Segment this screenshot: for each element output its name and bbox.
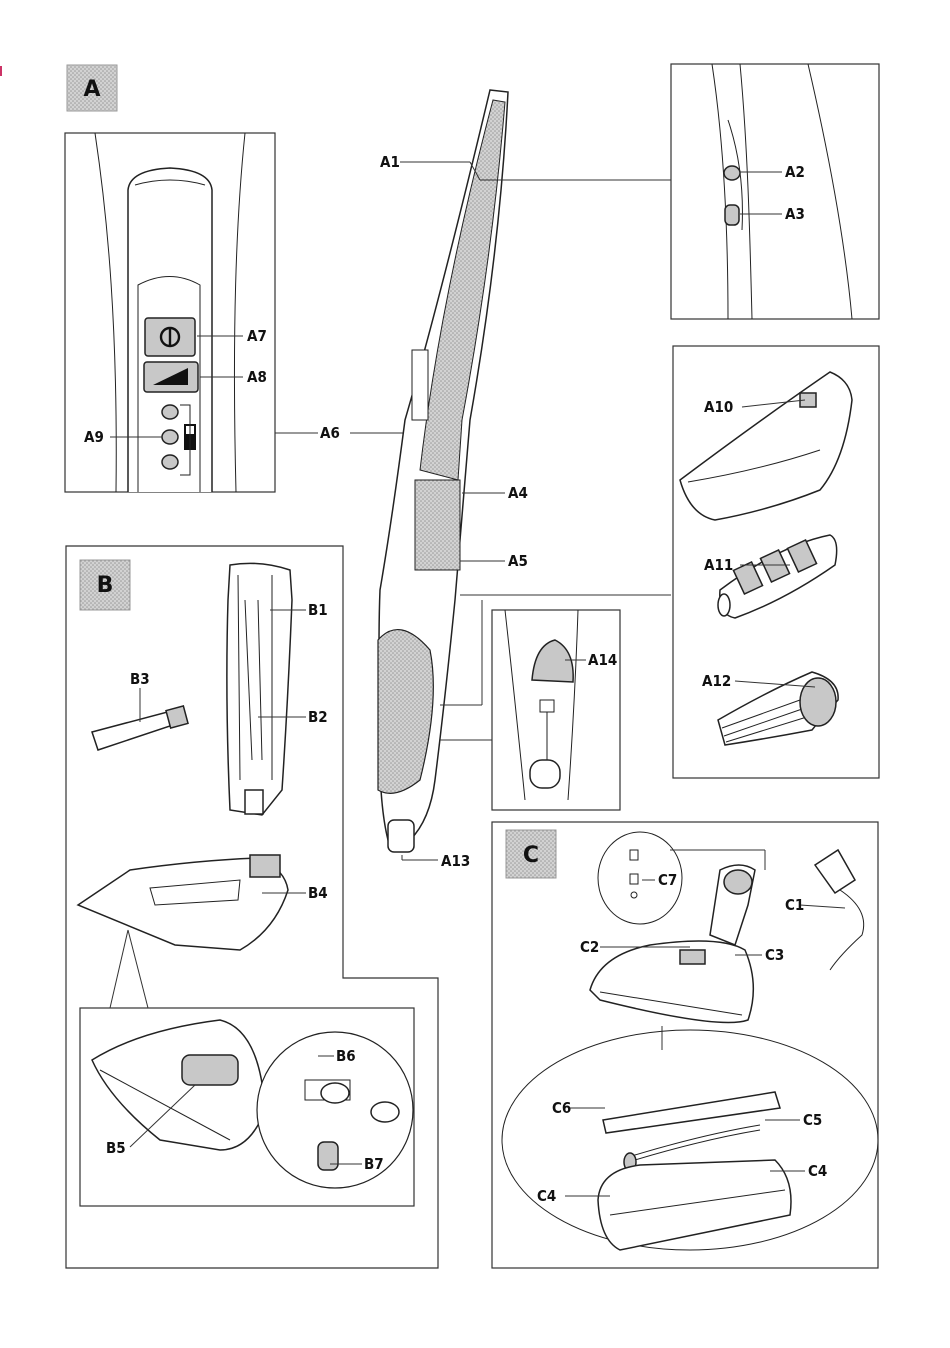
handheld-unit: [227, 563, 292, 815]
label-a8: A8: [247, 368, 267, 386]
label-a3: A3: [785, 205, 805, 223]
label-a1: A1: [380, 153, 400, 171]
indicator-led-2: [162, 430, 178, 444]
label-c5: C5: [803, 1111, 822, 1129]
label-a7: A7: [247, 327, 267, 345]
nozzle-base: [598, 1160, 791, 1250]
label-a2: A2: [785, 163, 805, 181]
crevice-tool: [680, 372, 852, 520]
section-b-badge: B: [80, 560, 130, 610]
label-b5: B5: [106, 1139, 126, 1157]
section-b-letter: B: [97, 573, 114, 598]
switch-upper: [724, 166, 740, 180]
label-c3: C3: [765, 946, 784, 964]
label-a9: A9: [84, 428, 104, 446]
vacuum-foot: [388, 820, 414, 852]
label-c2: C2: [580, 938, 599, 956]
label-a12: A12: [702, 672, 731, 690]
label-c4-left: C4: [537, 1187, 556, 1205]
label-a4: A4: [508, 484, 528, 502]
label-b3: B3: [130, 670, 150, 688]
control-strip: [412, 350, 428, 420]
label-a14: A14: [588, 651, 617, 669]
label-a11: A11: [704, 556, 733, 574]
exploded-view: [502, 1026, 878, 1250]
label-c7: C7: [658, 871, 677, 889]
section-a-badge: A: [67, 65, 117, 111]
indicator-led-1: [162, 405, 178, 419]
label-c1: C1: [785, 896, 804, 914]
label-a6: A6: [320, 424, 340, 442]
label-b2: B2: [308, 708, 328, 726]
brush-cover: [603, 1092, 780, 1133]
nozzle-underside-detail: [80, 1008, 414, 1206]
wheel: [318, 1142, 338, 1170]
label-a13: A13: [441, 852, 470, 870]
filter-grill: [415, 480, 460, 570]
label-a10: A10: [704, 398, 733, 416]
indicator-led-3: [162, 455, 178, 469]
label-a5: A5: [508, 552, 528, 570]
handle-switch-detail: [671, 64, 879, 319]
section-c-badge: C: [506, 830, 556, 878]
label-c6: C6: [552, 1099, 571, 1117]
release-button-detail: [492, 610, 620, 810]
floor-nozzle: [78, 855, 288, 950]
release-button: [532, 640, 573, 682]
label-b7: B7: [364, 1155, 384, 1173]
label-b1: B1: [308, 601, 328, 619]
label-b6: B6: [336, 1047, 356, 1065]
label-b4: B4: [308, 884, 328, 902]
section-a-letter: A: [83, 77, 100, 102]
label-c4-right: C4: [808, 1162, 827, 1180]
switch-lower: [725, 205, 739, 225]
edge-mark: [0, 66, 2, 76]
section-c-letter: C: [523, 843, 539, 868]
main-vacuum: [378, 90, 508, 852]
cover-latch: [182, 1055, 238, 1085]
charger-adapter: [815, 850, 864, 970]
